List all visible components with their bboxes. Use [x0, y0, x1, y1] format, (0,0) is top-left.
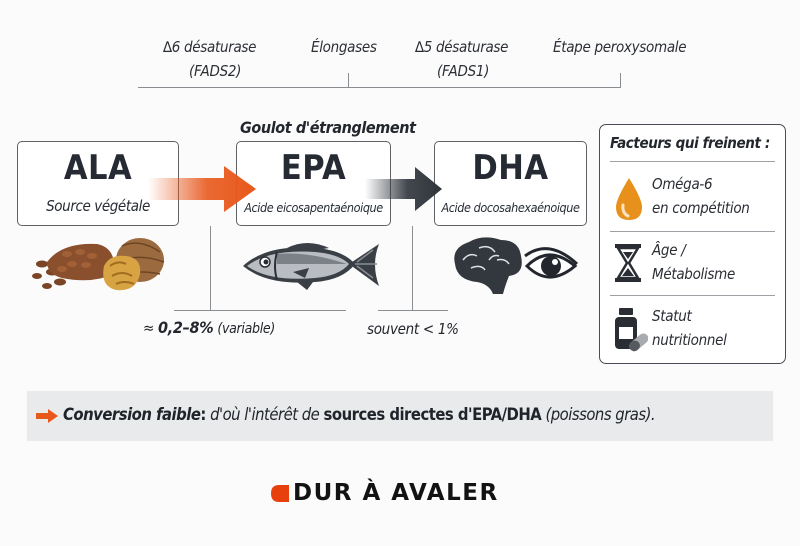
factors-divider: [610, 231, 775, 232]
factors-divider: [610, 161, 775, 162]
hourglass-icon: [615, 244, 641, 282]
enzyme-label-peroxisomal: Étape peroxysomale: [553, 38, 687, 56]
brand-name: DUR À AVALER: [293, 480, 499, 506]
rate-bracket-epa-dha-tick: [412, 226, 413, 310]
node-epa-subtitle: Acide eicosapentaénoique: [244, 200, 383, 215]
conclusion-bold: sources directes d'EPA/DHA: [323, 405, 542, 424]
factor-age-line1: Âge /: [652, 241, 686, 259]
enzyme-label-elongases: Élongases: [311, 38, 377, 56]
arrow-ala-to-epa: [148, 166, 256, 212]
factor-omega6-line2: en compétition: [652, 199, 750, 217]
node-ala-acronym: ALA: [63, 148, 133, 188]
conclusion-colon: :: [200, 405, 206, 424]
oil-drop-icon: [616, 178, 642, 220]
enzyme-bracket-tick-peroxisomal: [620, 73, 621, 87]
node-epa-acronym: EPA: [280, 148, 347, 188]
brain-eye-icon: [454, 237, 579, 294]
rate-approx-symbol: ≈: [143, 319, 155, 337]
bottleneck-label: Goulot d'étranglement: [240, 118, 416, 137]
factors-title: Facteurs qui freinent :: [610, 134, 770, 152]
factor-nutrition-line2: nutritionnel: [652, 331, 727, 349]
node-dha: DHA Acide docosahexaénoique: [434, 141, 587, 226]
arrow-right-icon: [36, 409, 58, 423]
conclusion-tail: (poissons gras).: [541, 405, 656, 424]
node-dha-subtitle: Acide docosahexaénoique: [441, 200, 580, 215]
conclusion-banner: Conversion faible: d'où l'intérêt de sou…: [27, 391, 773, 441]
rate-epa-to-dha: souvent < 1%: [367, 320, 459, 338]
enzyme-label-delta6: ∆6 désaturase: [163, 38, 257, 56]
supplement-bottle-icon: [615, 308, 648, 352]
rate-ala-to-epa-note: (variable): [217, 321, 276, 337]
factor-nutrition-line1: Statut: [652, 307, 692, 325]
fish-icon: [243, 243, 379, 290]
seeds-walnut-icon: [32, 238, 165, 291]
rate-ala-to-epa-value: 0,2–8%: [158, 318, 214, 337]
enzyme-label-delta5: ∆5 désaturase: [415, 38, 509, 56]
conclusion-mid: d'où l'intérêt de: [205, 405, 324, 424]
enzyme-bracket-line: [138, 87, 621, 88]
factors-panel: Facteurs qui freinent : Oméga-6 en compé…: [599, 124, 786, 364]
node-dha-acronym: DHA: [472, 148, 549, 188]
conclusion-text: Conversion faible: d'où l'intérêt de sou…: [63, 405, 656, 424]
rate-bracket-epa-dha-line: [378, 310, 448, 311]
enzyme-gene-fads1: (FADS1): [437, 62, 490, 80]
factor-age-line2: Métabolisme: [652, 265, 736, 283]
node-ala-subtitle: Source végétale: [46, 197, 150, 215]
enzyme-gene-fads2: (FADS2): [189, 62, 242, 80]
rate-bracket-ala-epa-tick: [210, 226, 211, 310]
conclusion-lead: Conversion faible: [63, 405, 201, 424]
enzyme-bracket-tick-elongases: [348, 73, 349, 87]
rate-ala-to-epa: ≈ 0,2–8% (variable): [143, 318, 275, 337]
brand-pill-icon: [271, 485, 289, 502]
factors-divider: [610, 295, 775, 296]
factor-omega6-line1: Oméga-6: [652, 175, 713, 193]
arrow-epa-to-dha: [365, 167, 442, 211]
rate-bracket-ala-epa-line: [174, 310, 346, 311]
